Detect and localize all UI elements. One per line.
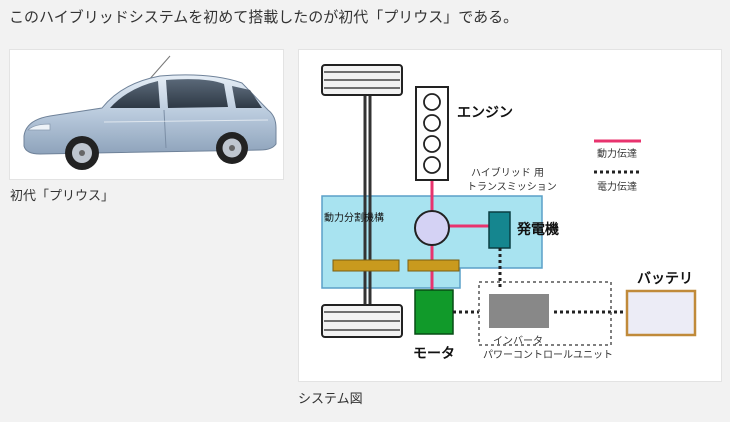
pcu-box	[478, 281, 612, 346]
battery-block	[625, 289, 697, 337]
bottom-wheel	[321, 304, 403, 338]
gear-right	[407, 259, 460, 272]
motor-label: モータ	[413, 346, 455, 362]
gear-left	[332, 259, 400, 272]
inverter-block	[489, 294, 549, 328]
engine-label: エンジン	[457, 105, 513, 121]
top-wheel	[321, 64, 403, 96]
generator-block	[488, 211, 511, 249]
prius-photo-frame	[9, 49, 284, 180]
transmission-label-line2: トランスミッション	[467, 181, 557, 193]
transmission-label-line1: ハイブリッド 用	[471, 166, 544, 179]
power-split-gear	[414, 210, 450, 246]
power-split-label: 動力分割機構	[324, 211, 384, 224]
diagram-caption: システム図	[298, 392, 363, 407]
engine-block	[415, 86, 449, 181]
system-diagram: エンジン 動力伝達 電力伝達 ハイブリッド 用 トランスミッション 動力分割機構…	[321, 64, 697, 362]
legend-mechanical-label: 動力伝達	[597, 147, 637, 160]
generator-label: 発電機	[516, 221, 559, 238]
motor-block	[414, 289, 454, 335]
intro-text: このハイブリッドシステムを初めて搭載したのが初代「プリウス」である。	[9, 8, 519, 26]
pcu-label: パワーコントロールユニット	[483, 349, 613, 361]
prius-car-image	[23, 55, 277, 170]
system-diagram-frame: エンジン 動力伝達 電力伝達 ハイブリッド 用 トランスミッション 動力分割機構…	[298, 49, 722, 382]
photo-caption: 初代「プリウス」	[10, 189, 115, 204]
battery-label: バッテリ	[637, 271, 693, 287]
legend-electrical-label: 電力伝達	[597, 180, 637, 193]
inverter-label: インバータ	[493, 335, 543, 347]
